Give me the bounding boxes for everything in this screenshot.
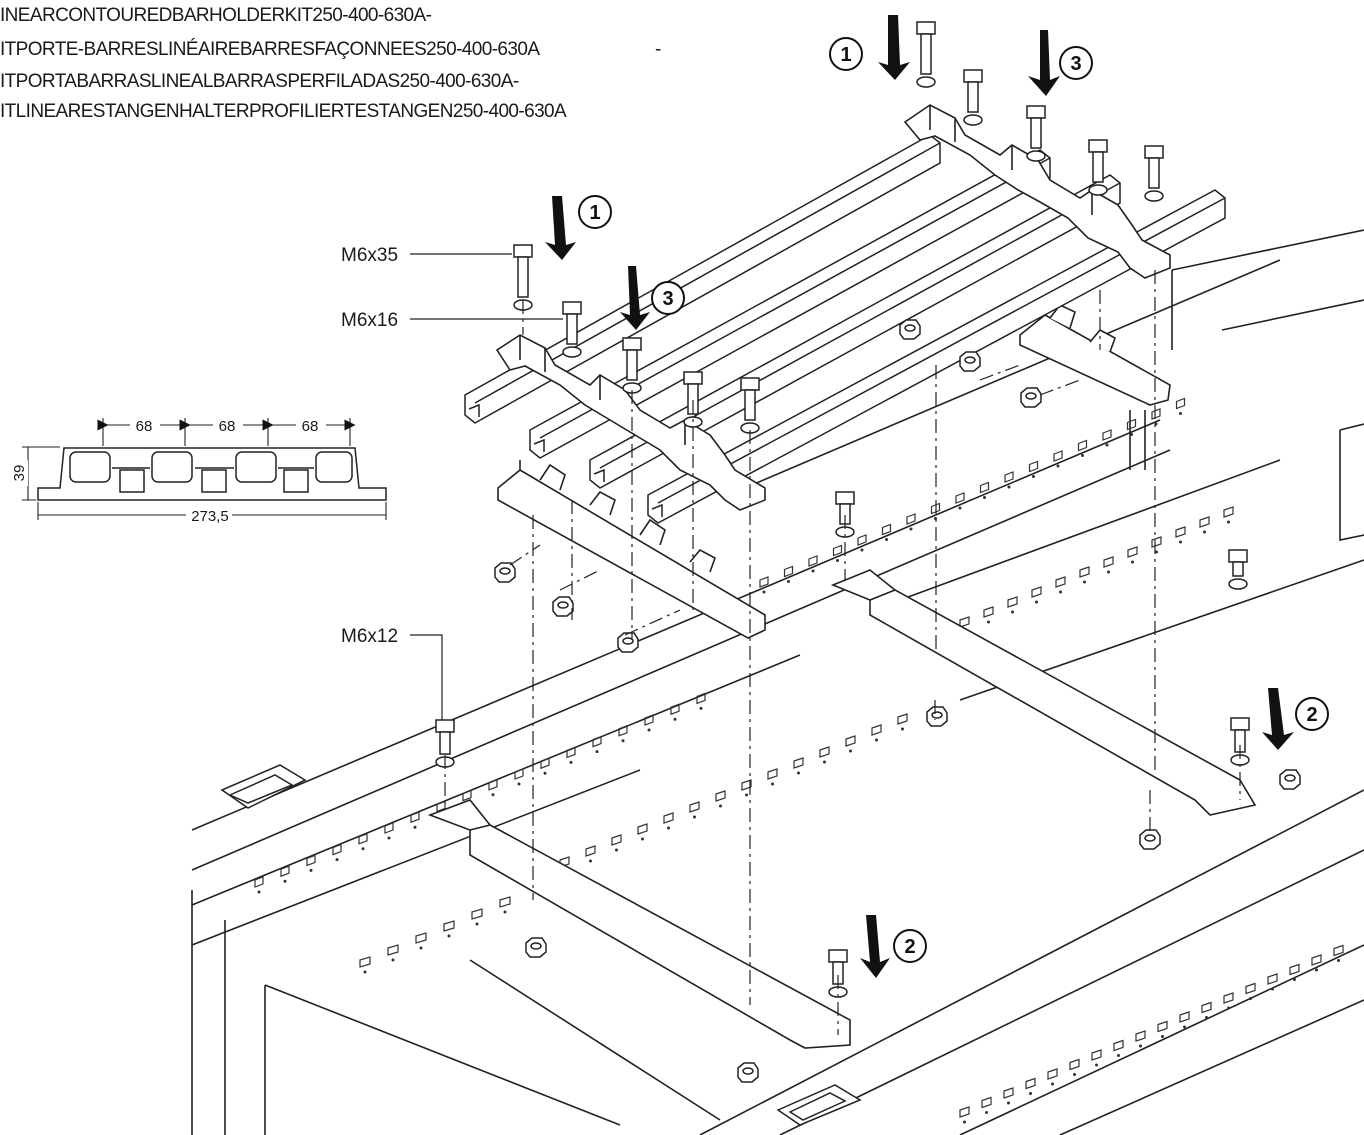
nut bbox=[737, 1062, 759, 1083]
arrow-down-step1-front bbox=[545, 196, 576, 260]
bolt bbox=[683, 371, 703, 428]
callout-m6x35: M6x35 bbox=[341, 245, 512, 266]
bolt bbox=[1228, 549, 1248, 590]
cross-bar-right bbox=[830, 569, 1257, 816]
enclosure-frame bbox=[191, 229, 1364, 1135]
title-line-fr-dash: - bbox=[655, 39, 661, 60]
bolt bbox=[835, 491, 855, 538]
arrow-down-step2-right bbox=[1262, 688, 1294, 750]
step-badge-3-front: 3 bbox=[651, 281, 685, 315]
bolt bbox=[1230, 717, 1250, 766]
perforated-strip-left bbox=[254, 692, 706, 974]
nut bbox=[899, 319, 921, 340]
cross-bar-left bbox=[427, 799, 851, 1049]
hinge-bottom bbox=[776, 1084, 862, 1126]
step-badge-1-front: 1 bbox=[578, 195, 612, 229]
assembly-guides bbox=[444, 270, 1241, 1035]
arrow-down-step2-bottom bbox=[860, 915, 890, 978]
bar-holder-rear-upper bbox=[903, 104, 1171, 279]
bolt bbox=[562, 301, 582, 358]
nuts bbox=[494, 319, 1301, 1083]
perforated-strip-rear bbox=[759, 397, 1186, 594]
callout-m6x12: M6x12 bbox=[341, 626, 443, 720]
svg-text:3: 3 bbox=[662, 288, 673, 310]
busbar bbox=[529, 149, 1051, 459]
bolt bbox=[916, 21, 936, 88]
svg-text:2: 2 bbox=[1306, 704, 1317, 726]
bar-holder-rear-lower bbox=[1019, 304, 1171, 406]
callout-m6x16: M6x16 bbox=[341, 310, 563, 331]
bolts bbox=[435, 21, 1250, 998]
arrow-down-step1-top bbox=[878, 15, 910, 80]
bolt bbox=[513, 244, 533, 311]
title-line-en: INEARCONTOUREDBARHOLDERKIT250-400-630A- bbox=[0, 5, 432, 26]
svg-text:M6x35: M6x35 bbox=[341, 245, 398, 266]
dim-pitch-1: 68 bbox=[136, 418, 153, 435]
step-badge-3-top: 3 bbox=[1059, 46, 1093, 80]
svg-text:M6x16: M6x16 bbox=[341, 310, 398, 331]
step-arrows bbox=[545, 15, 1294, 978]
nut bbox=[959, 351, 981, 372]
busbars bbox=[464, 134, 1226, 524]
title-line-fr: ITPORTE-BARRESLINÉAIREBARRESFAÇONNEES250… bbox=[0, 39, 540, 60]
bar-holder-front-upper bbox=[495, 334, 766, 511]
bolt bbox=[963, 69, 983, 126]
nut bbox=[525, 937, 547, 958]
perforated-strip-right bbox=[559, 506, 1234, 874]
bolt bbox=[1088, 139, 1108, 196]
step-badge-1-top: 1 bbox=[829, 37, 863, 71]
bolt bbox=[1144, 145, 1164, 202]
hinge-left bbox=[220, 764, 307, 809]
bolt bbox=[622, 337, 642, 394]
nut bbox=[1020, 387, 1042, 408]
perforated-strip-bottom bbox=[959, 944, 1344, 1124]
svg-text:3: 3 bbox=[1070, 53, 1081, 75]
nut bbox=[494, 562, 516, 583]
dimension-drawing: 68 68 68 39 273,5 bbox=[10, 416, 387, 525]
dim-height: 39 bbox=[11, 465, 28, 482]
svg-text:1: 1 bbox=[840, 44, 851, 66]
dim-pitch-3: 68 bbox=[302, 418, 319, 435]
busbar bbox=[589, 174, 1121, 489]
bolt bbox=[828, 949, 848, 998]
nut bbox=[617, 632, 639, 653]
step-badge-2-right: 2 bbox=[1295, 697, 1329, 731]
dim-pitch-2: 68 bbox=[219, 418, 236, 435]
busbar bbox=[647, 189, 1226, 524]
arrow-down-step3-front bbox=[620, 266, 650, 330]
bolt bbox=[1026, 105, 1046, 162]
arrow-down-step3-top bbox=[1028, 30, 1060, 96]
nut bbox=[926, 706, 948, 727]
title-line-es: ITPORTABARRASLINEALBARRASPERFILADAS250-4… bbox=[0, 71, 519, 92]
nut bbox=[1139, 829, 1161, 850]
bolt bbox=[740, 377, 760, 434]
step-badge-2-bottom: 2 bbox=[893, 929, 927, 963]
nut bbox=[552, 596, 574, 617]
dim-width: 273,5 bbox=[191, 508, 229, 525]
nut bbox=[1279, 769, 1301, 790]
svg-text:2: 2 bbox=[904, 936, 915, 958]
title-line-de: ITLINEARESTANGENHALTERPROFILIERTESTANGEN… bbox=[0, 101, 567, 122]
svg-text:1: 1 bbox=[589, 202, 600, 224]
svg-text:M6x12: M6x12 bbox=[341, 626, 398, 647]
